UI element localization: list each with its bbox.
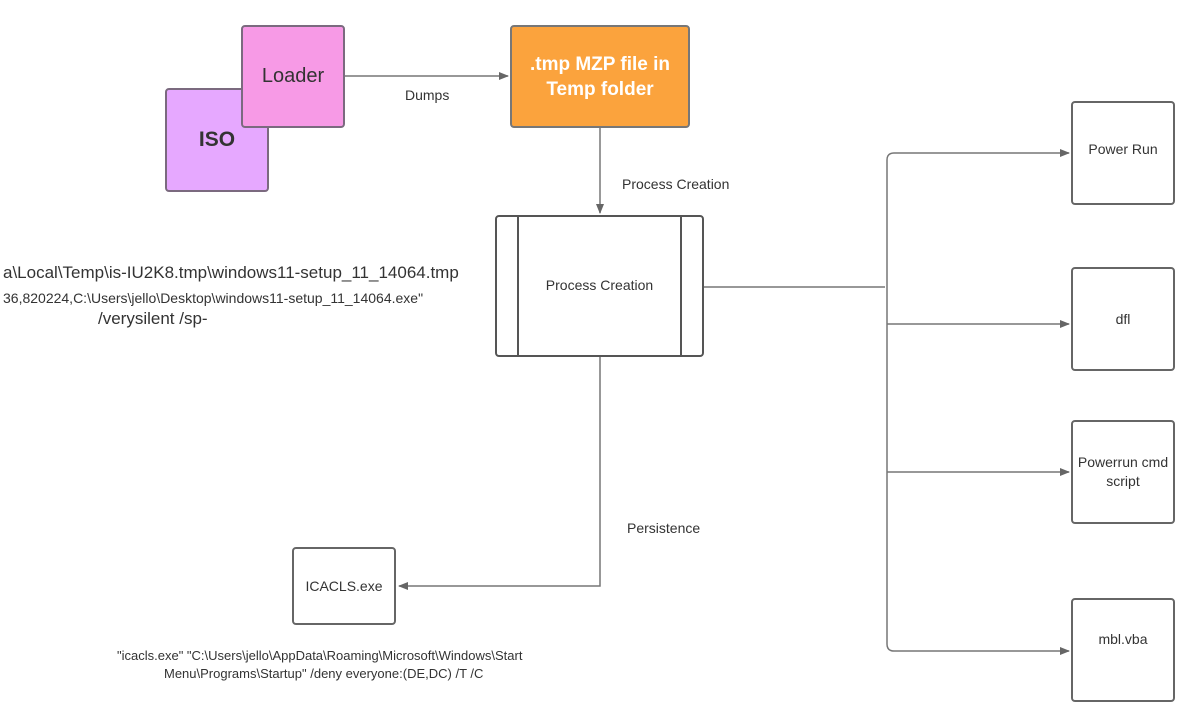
- loader-node[interactable]: Loader: [241, 25, 345, 128]
- powerrun-cmd-label-line2: script: [1106, 473, 1140, 489]
- icacls-label: ICACLS.exe: [305, 578, 383, 594]
- process-left-divider: [517, 217, 519, 355]
- process-cmdline-line1: a\Local\Temp\is-IU2K8.tmp\windows11-setu…: [3, 263, 459, 282]
- edge-label-process-creation: Process Creation: [622, 176, 730, 192]
- mbl-vba-node[interactable]: mbl.vba: [1071, 598, 1175, 702]
- mbl-vba-label: mbl.vba: [1098, 631, 1148, 647]
- icacls-cmdline-line2: Menu\Programs\Startup" /deny everyone:(D…: [164, 666, 484, 681]
- dfl-label: dfl: [1115, 311, 1131, 327]
- power-run-node[interactable]: Power Run: [1071, 101, 1175, 205]
- process-right-divider: [680, 217, 682, 355]
- edge-process-to-icacls: [398, 357, 601, 590]
- iso-label: ISO: [198, 128, 236, 151]
- tmp-file-label-line2: Temp folder: [546, 78, 654, 100]
- icacls-cmdline-line1: "icacls.exe" "C:\Users\jello\AppData\Roa…: [117, 648, 523, 663]
- powerrun-cmd-label-line1: Powerrun cmd: [1077, 454, 1169, 470]
- loader-label: Loader: [261, 65, 325, 87]
- dfl-node[interactable]: dfl: [1071, 267, 1175, 371]
- process-cmdline-line2: 36,820224,C:\Users\jello\Desktop\windows…: [3, 290, 424, 306]
- edge-label-persistence: Persistence: [627, 520, 701, 536]
- process-creation-node[interactable]: Process Creation: [495, 215, 704, 357]
- tmp-file-node[interactable]: .tmp MZP file in Temp folder: [510, 25, 690, 128]
- tmp-file-label-line1: .tmp MZP file in: [529, 53, 671, 75]
- process-creation-label: Process Creation: [545, 276, 654, 293]
- powerrun-cmd-node[interactable]: Powerrun cmd script: [1071, 420, 1175, 524]
- edge-trunk: [886, 152, 895, 652]
- icacls-node[interactable]: ICACLS.exe: [292, 547, 396, 625]
- power-run-label: Power Run: [1088, 141, 1158, 157]
- process-cmdline-line3: /verysilent /sp-: [98, 309, 208, 328]
- edge-label-dumps: Dumps: [405, 87, 450, 103]
